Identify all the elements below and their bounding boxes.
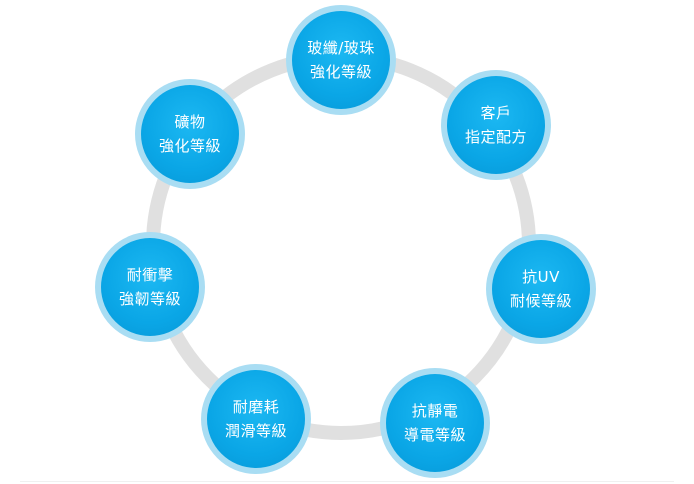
node-customer-formula-line1: 客戶 xyxy=(480,104,512,122)
node-wear-resistant-circle: 耐磨耗 潤滑等級 xyxy=(207,370,305,468)
node-mineral-line1: 礦物 xyxy=(174,113,206,131)
node-mineral: 礦物 強化等級 xyxy=(135,79,245,189)
node-glass-fiber-line2: 強化等級 xyxy=(309,63,372,81)
node-impact-resistant-line2: 強韌等級 xyxy=(118,290,181,308)
node-anti-static-circle: 抗靜電 導電等級 xyxy=(386,374,484,472)
node-glass-fiber-line1: 玻纖/玻珠 xyxy=(307,39,375,57)
node-anti-uv-line1: 抗UV xyxy=(522,268,560,286)
node-customer-formula-circle: 客戶 指定配方 xyxy=(447,76,545,174)
node-customer-formula: 客戶 指定配方 xyxy=(441,70,551,180)
node-wear-resistant-line1: 耐磨耗 xyxy=(232,398,280,416)
node-wear-resistant-line2: 潤滑等級 xyxy=(224,422,287,440)
node-customer-formula-line2: 指定配方 xyxy=(464,128,527,146)
bottom-divider xyxy=(20,481,674,482)
node-wear-resistant: 耐磨耗 潤滑等級 xyxy=(201,364,311,474)
node-mineral-line2: 強化等級 xyxy=(158,137,221,155)
node-impact-resistant-circle: 耐衝擊 強韌等級 xyxy=(101,238,199,336)
node-anti-static-line1: 抗靜電 xyxy=(411,402,459,420)
node-impact-resistant: 耐衝擊 強韌等級 xyxy=(95,232,205,342)
node-anti-uv: 抗UV 耐候等級 xyxy=(486,234,596,344)
node-anti-uv-circle: 抗UV 耐候等級 xyxy=(492,240,590,338)
node-mineral-circle: 礦物 強化等級 xyxy=(141,85,239,183)
node-glass-fiber-circle: 玻纖/玻珠 強化等級 xyxy=(292,11,390,109)
node-anti-static: 抗靜電 導電等級 xyxy=(380,368,490,478)
node-impact-resistant-line1: 耐衝擊 xyxy=(126,266,174,284)
node-anti-static-line2: 導電等級 xyxy=(403,426,466,444)
node-glass-fiber: 玻纖/玻珠 強化等級 xyxy=(286,5,396,115)
node-anti-uv-line2: 耐候等級 xyxy=(509,292,572,310)
